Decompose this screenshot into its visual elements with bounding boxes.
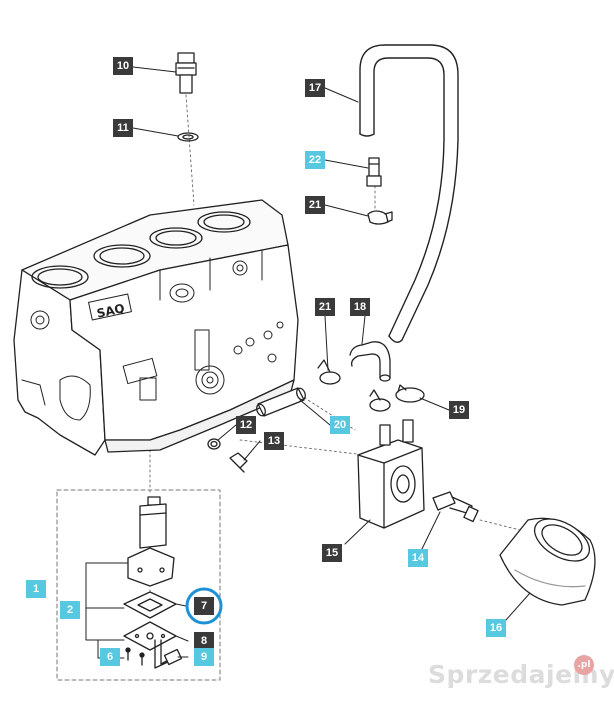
part-7-gasket	[123, 591, 177, 619]
block-lettering: SAQ	[95, 301, 125, 321]
callout-20: 20	[330, 416, 350, 434]
group-2-bracket	[85, 562, 129, 659]
callout-7: 7	[194, 597, 214, 615]
watermark-badge: .pl	[574, 655, 594, 675]
block-details	[21, 249, 284, 421]
callout-13: 13	[264, 432, 284, 450]
part-12-o-ring	[207, 438, 221, 450]
part-14-nipple	[432, 491, 479, 523]
callout-19: 19	[449, 401, 469, 419]
callout-6: 6	[100, 648, 120, 666]
leader-lines	[132, 66, 531, 658]
highlight-ring	[185, 587, 223, 625]
callout-16: 16	[486, 619, 506, 637]
part-21-clamp-lower	[317, 359, 391, 412]
callout-21-lower: 21	[315, 298, 335, 316]
part-22-fitting	[366, 157, 382, 187]
cylinder-bores	[31, 211, 251, 289]
callout-21: 21	[305, 196, 325, 214]
callout-15: 15	[322, 544, 342, 562]
part-10-sender-unit	[175, 52, 197, 94]
callout-1: 1	[26, 580, 46, 598]
part-11-washer	[177, 132, 199, 142]
part-15-oil-cooler	[357, 419, 425, 529]
part-13-plug	[229, 452, 248, 473]
callout-9: 9	[194, 648, 214, 666]
part-16-oil-filter	[499, 517, 596, 606]
callout-17: 17	[305, 79, 325, 97]
part-17-hose	[359, 44, 459, 343]
part-20-pipe	[256, 387, 306, 417]
callout-11: 11	[113, 119, 133, 137]
callout-2: 2	[60, 601, 80, 619]
callout-14: 14	[408, 549, 428, 567]
callout-10: 10	[113, 57, 133, 75]
part-19-clamp	[395, 384, 425, 403]
oil-pump-assembly	[127, 496, 175, 587]
oil-pump-group-box	[56, 489, 221, 681]
callout-22: 22	[305, 151, 325, 169]
part-8-plate	[123, 621, 177, 651]
callout-12: 12	[236, 416, 256, 434]
part-18-elbow	[349, 341, 391, 382]
callout-18: 18	[350, 298, 370, 316]
part-21-clamp-upper	[367, 210, 393, 225]
part-6-bolts	[125, 647, 145, 666]
callout-8: 8	[194, 632, 214, 650]
part-9-pickup	[154, 639, 183, 669]
